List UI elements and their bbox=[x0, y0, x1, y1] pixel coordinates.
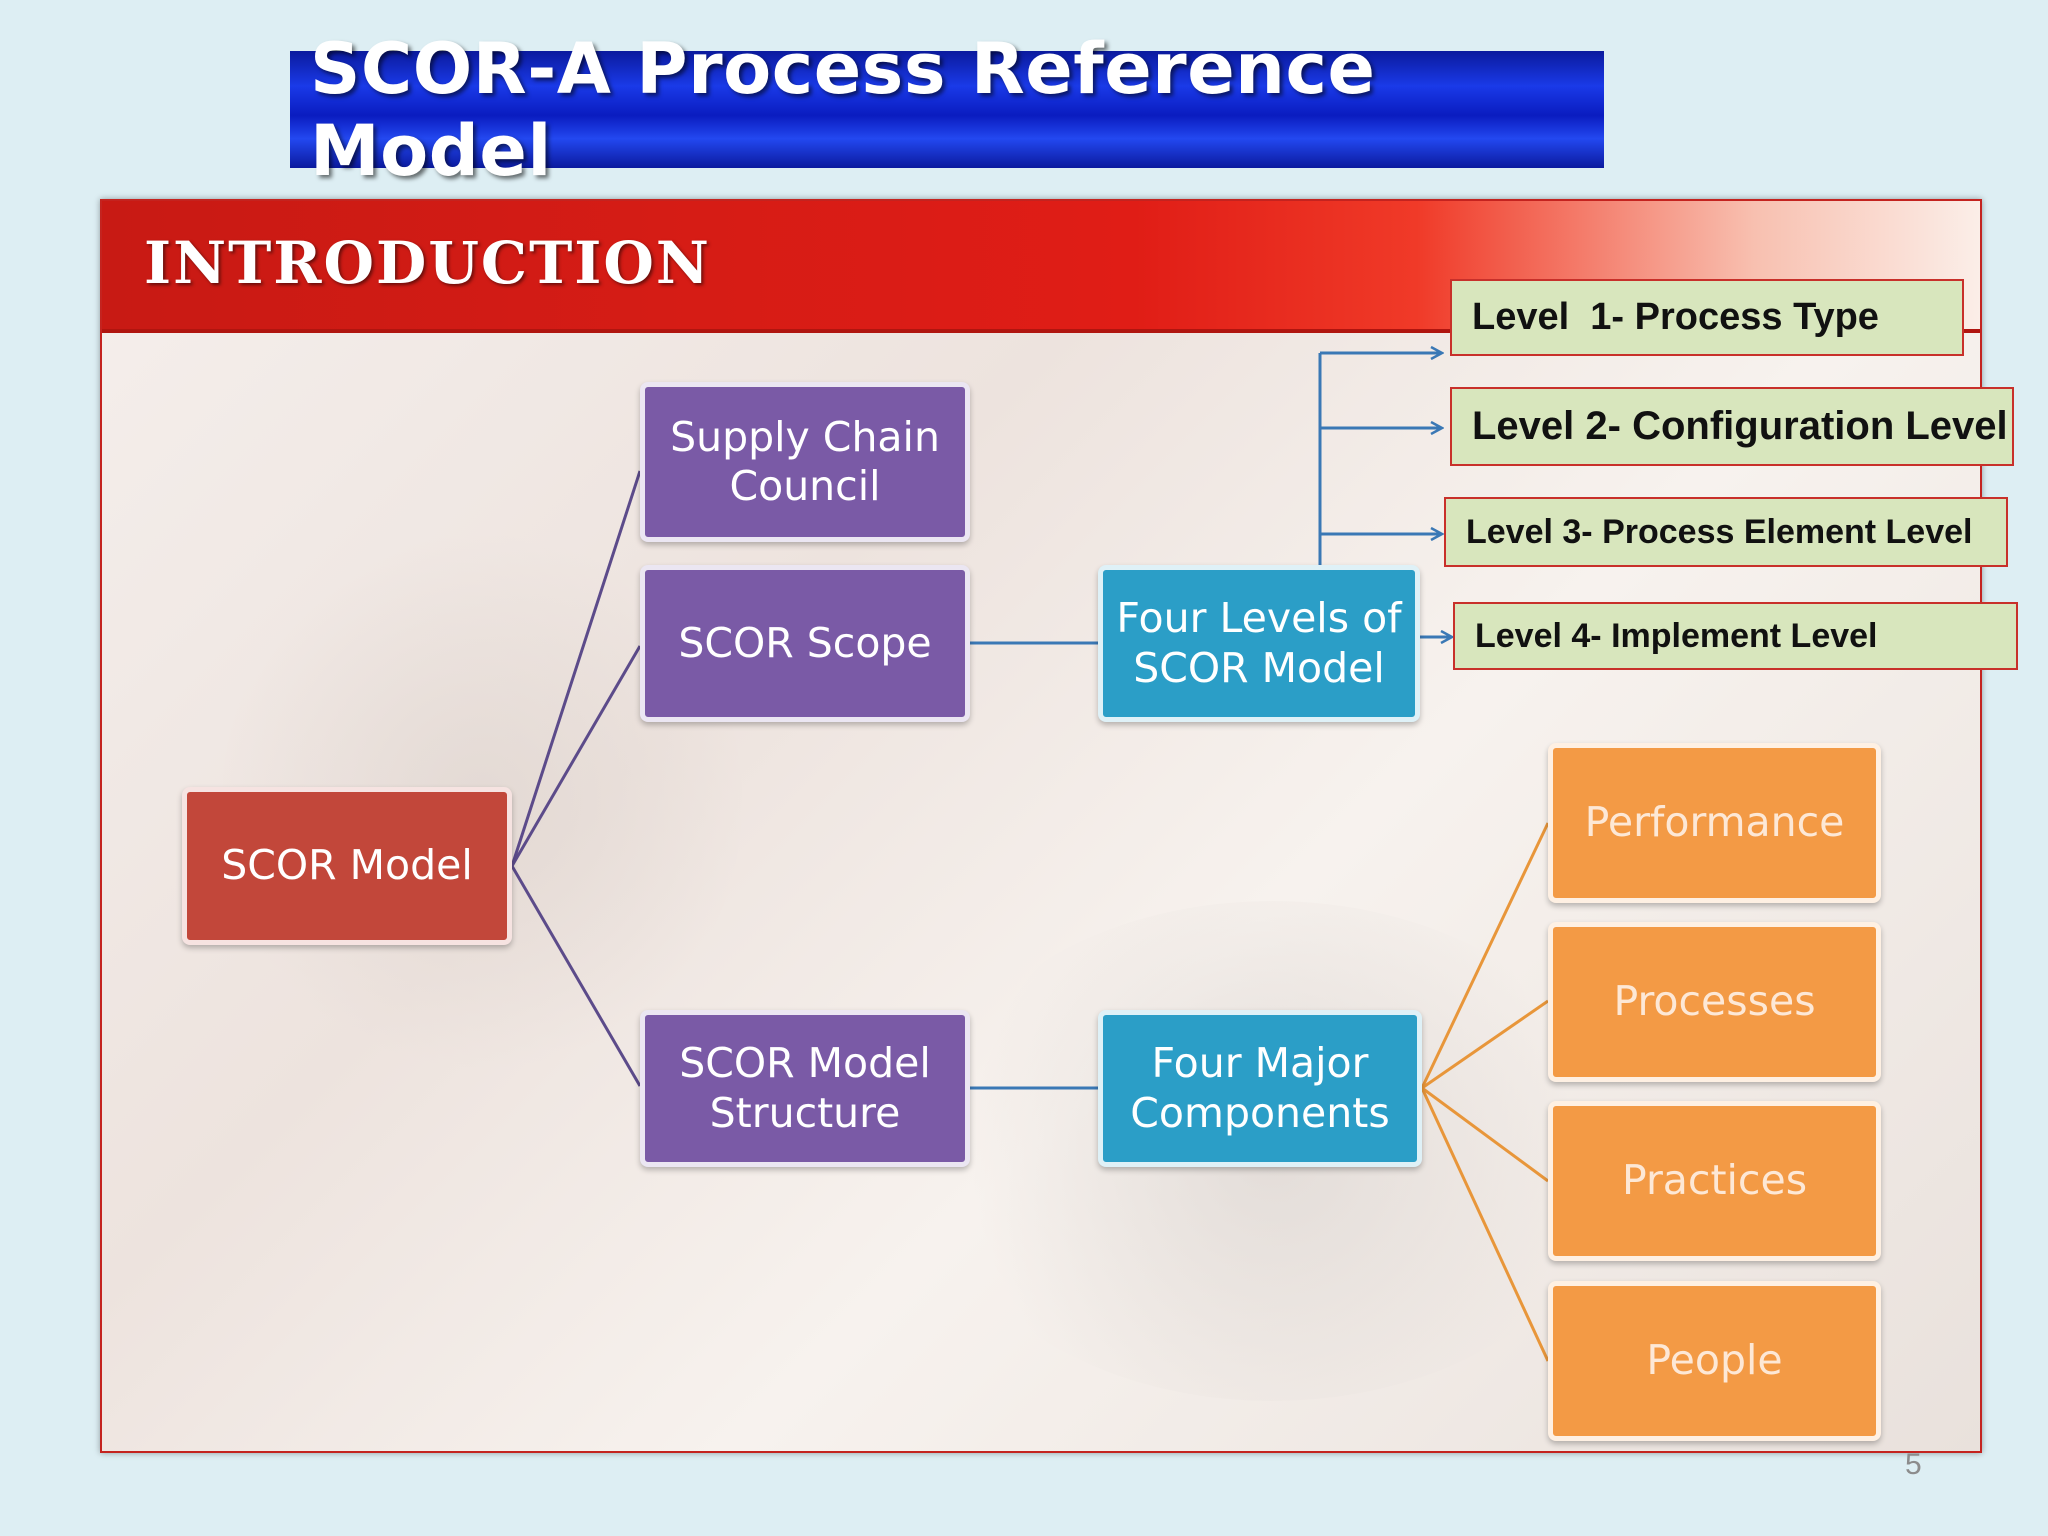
node-processes: Processes bbox=[1548, 922, 1881, 1082]
link-model-scope bbox=[510, 645, 642, 867]
level-4-label: Level 4- Implement Level bbox=[1475, 616, 1878, 655]
link-components-practices bbox=[1421, 1086, 1549, 1183]
node-performance: Performance bbox=[1548, 743, 1881, 903]
link-components-performance bbox=[1420, 822, 1550, 1089]
link-model-structure bbox=[510, 865, 642, 1087]
title-bar: SCOR-A Process Reference Model bbox=[290, 28, 1604, 192]
level-4-box: Level 4- Implement Level bbox=[1453, 602, 2018, 670]
node-practices: Practices bbox=[1548, 1101, 1881, 1261]
node-scor-model-structure: SCOR Model Structure bbox=[640, 1010, 970, 1167]
node-four-major-components: Four Major Components bbox=[1098, 1010, 1422, 1167]
link-model-council bbox=[510, 470, 642, 867]
level-2-label: Level 2- Configuration Level bbox=[1472, 404, 2008, 448]
level-2-box: Level 2- Configuration Level bbox=[1450, 387, 2014, 466]
link-components-people bbox=[1420, 1087, 1550, 1362]
node-scor-scope: SCOR Scope bbox=[640, 565, 970, 722]
intro-heading: INTRODUCTION bbox=[144, 229, 711, 297]
slide-title: SCOR-A Process Reference Model bbox=[310, 27, 1376, 192]
connector-lines bbox=[510, 201, 1550, 1362]
node-four-levels: Four Levels of SCOR Model bbox=[1098, 565, 1420, 722]
node-people: People bbox=[1548, 1281, 1881, 1441]
node-scor-model: SCOR Model bbox=[182, 787, 512, 945]
link-components-processes bbox=[1421, 999, 1549, 1090]
page-number: 5 bbox=[1905, 1448, 1922, 1481]
level-1-label: Level 1- Process Type bbox=[1472, 296, 1879, 338]
level-1-box: Level 1- Process Type bbox=[1450, 279, 1964, 356]
level-3-box: Level 3- Process Element Level bbox=[1444, 497, 2008, 567]
node-supply-chain-council: Supply Chain Council bbox=[640, 382, 970, 542]
level-3-label: Level 3- Process Element Level bbox=[1466, 512, 1973, 551]
